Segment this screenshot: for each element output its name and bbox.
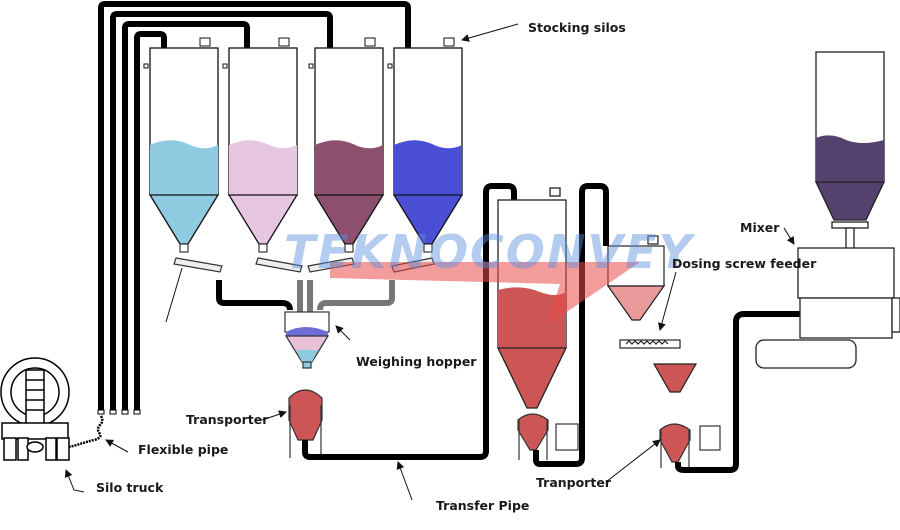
label-arrows (64, 23, 795, 501)
transfer-pipe-2 (533, 183, 609, 467)
mixer-silo (814, 51, 886, 221)
mixer-feed-pipe (675, 311, 804, 473)
receiving-hopper (652, 363, 698, 393)
silo-4 (387, 37, 464, 253)
label-stocking-silos: Stocking silos (528, 20, 626, 35)
dosing-screw-feeder (619, 339, 681, 349)
transporter-2 (517, 413, 579, 460)
supply-pipes (98, 1, 411, 410)
mixer (755, 221, 900, 369)
silo-1 (143, 37, 220, 253)
label-tranporter: Tranporter (536, 475, 612, 490)
pipe-ends (97, 409, 141, 415)
label-flexible-pipe: Flexible pipe (138, 442, 228, 457)
transfer-pipe (302, 183, 517, 460)
watermark-text: TEKNOCONVEY (284, 225, 696, 279)
watermark: TEKNOCONVEY (284, 225, 696, 326)
label-transporter: Transporter (186, 412, 269, 427)
stocking-silos (143, 37, 464, 253)
label-transfer-pipe: Transfer Pipe (436, 498, 529, 513)
silo-2 (222, 37, 299, 253)
flexible-pipe (67, 415, 104, 449)
label-dosing-screw-feeder: Dosing screw feeder (672, 256, 817, 271)
label-weighing-hopper: Weighing hopper (356, 354, 477, 369)
silo-truck (0, 357, 70, 461)
hopper-feed-pipes (216, 280, 395, 312)
label-silo-truck: Silo truck (96, 480, 164, 495)
label-mixer: Mixer (740, 220, 780, 235)
transporter-3 (659, 423, 721, 468)
silo-3 (308, 37, 385, 253)
weighing-hopper (284, 311, 330, 369)
